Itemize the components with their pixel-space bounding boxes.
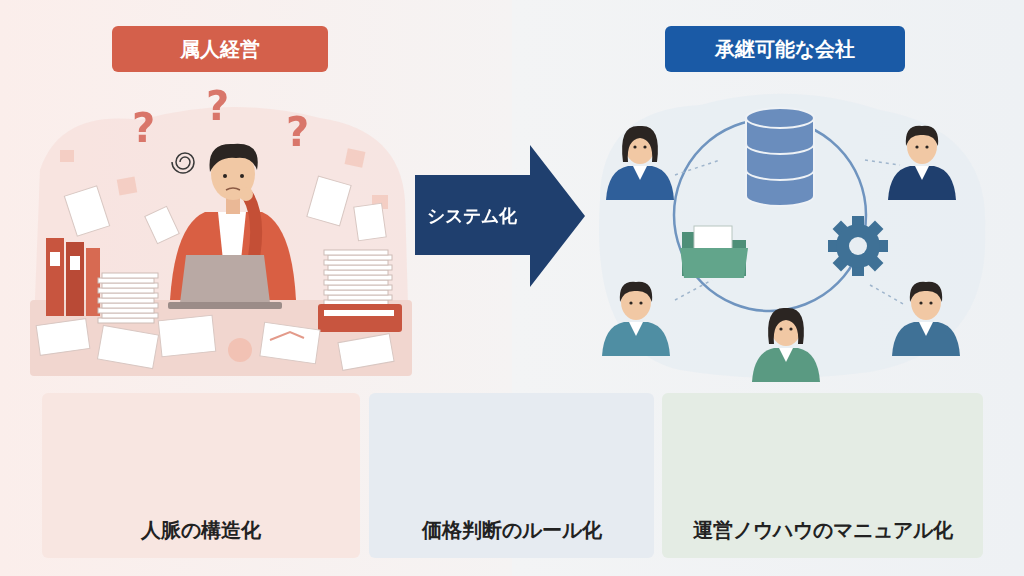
card-text: 運営ノウハウのマニュアル化 <box>693 517 953 544</box>
question-mark: ? <box>286 112 309 152</box>
topic-card: 人脈の構造化 <box>42 393 360 558</box>
heading-text: 属人経営 <box>180 36 260 63</box>
process-arrow: システム化 <box>415 145 587 287</box>
topic-card: 価格判断のルール化 <box>369 393 654 558</box>
question-mark: ? <box>206 86 229 126</box>
heading-box: 承継可能な会社 <box>665 26 905 72</box>
desk-scene <box>30 107 412 376</box>
topic-card: 運営ノウハウのマニュアル化 <box>662 393 983 558</box>
team-scene <box>599 94 985 382</box>
card-text: 人脈の構造化 <box>141 517 261 544</box>
card-text: 価格判断のルール化 <box>422 517 602 544</box>
heading-box: 属人経営 <box>112 26 328 72</box>
question-mark: ? <box>132 108 155 148</box>
heading-text: 承継可能な会社 <box>715 36 855 63</box>
arrow-label: システム化 <box>427 204 517 228</box>
